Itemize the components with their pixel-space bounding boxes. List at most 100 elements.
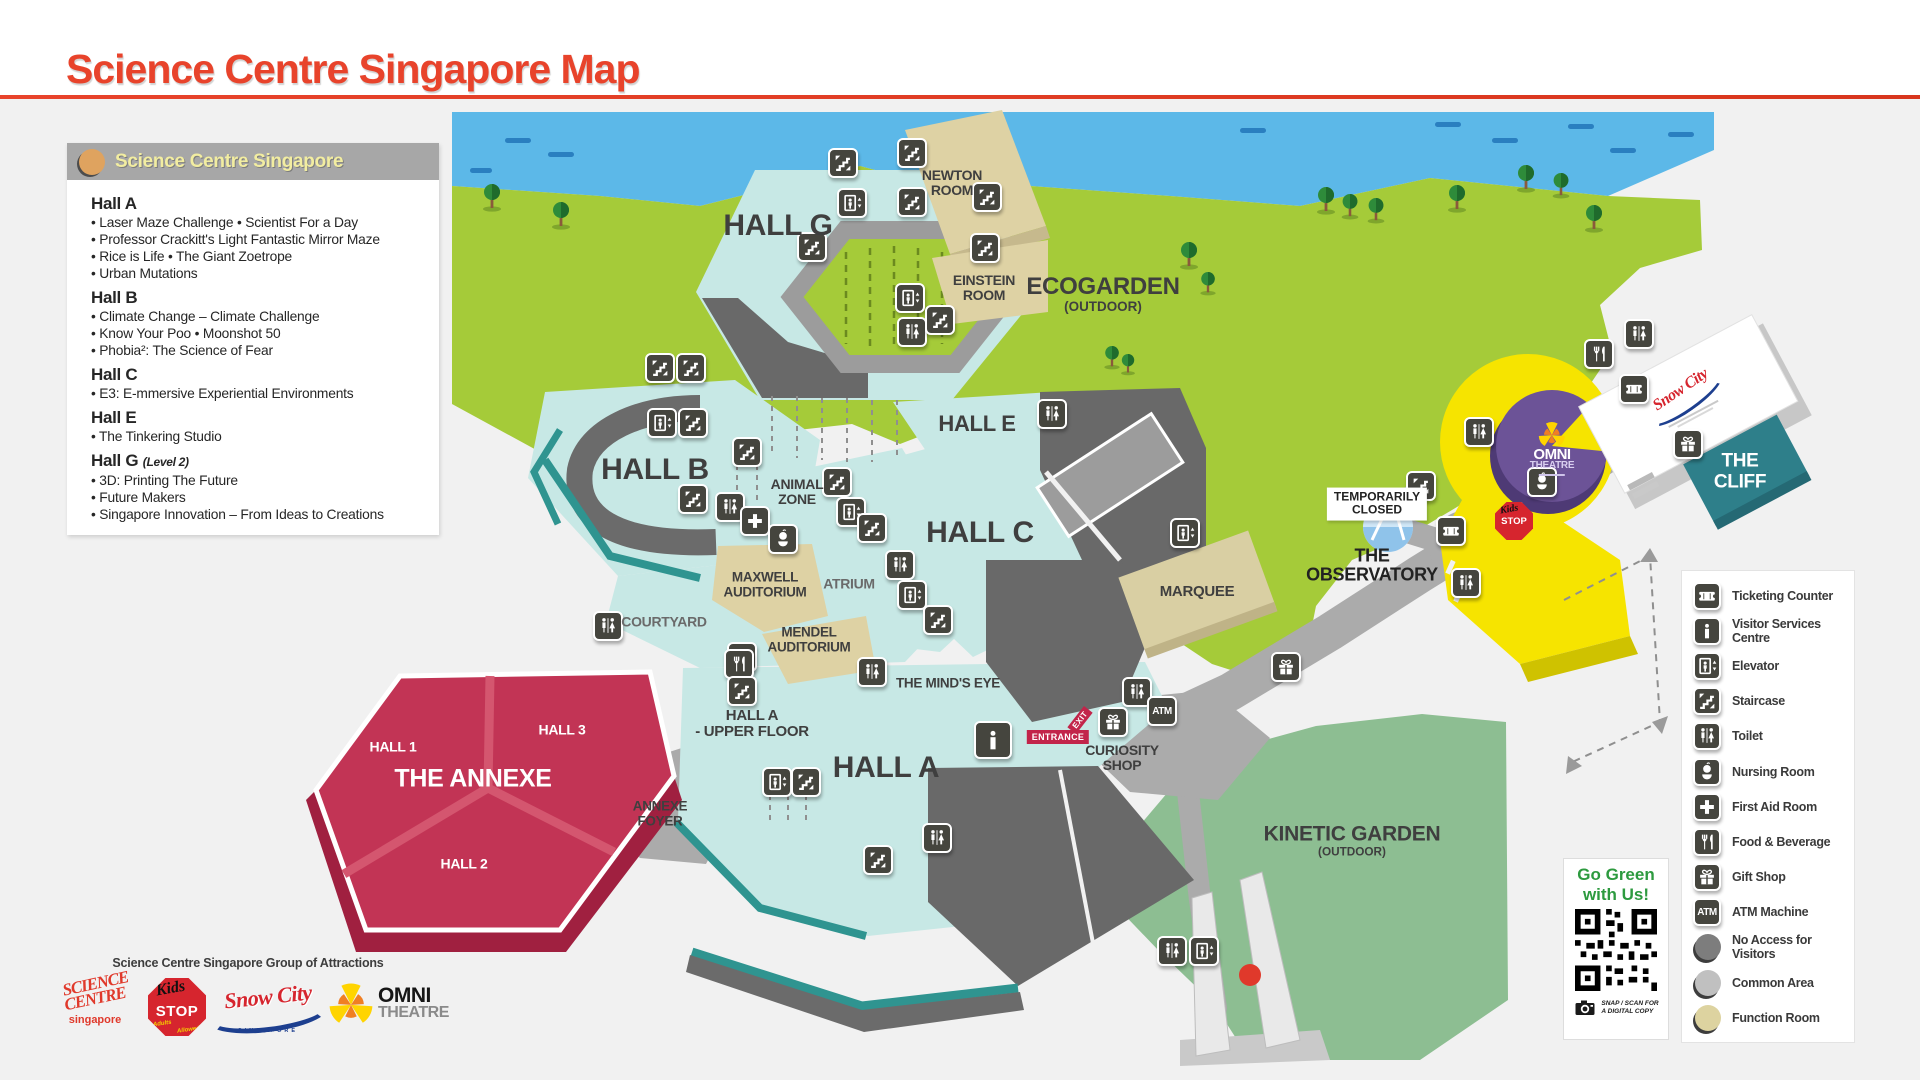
exhibit-item: E3: E-mmersive Experiential Environments	[91, 385, 429, 402]
camera-icon	[1573, 996, 1597, 1020]
toilet-icon	[857, 657, 887, 687]
exhibit-item: Future Makers	[91, 489, 429, 506]
elevator-icon	[1170, 518, 1200, 548]
staircase-icon	[822, 467, 852, 497]
first-aid-icon	[1693, 792, 1721, 821]
legend-item: Toilet	[1682, 719, 1854, 754]
exhibit-item: Professor Crackitt's Light Fantastic Mir…	[91, 231, 429, 248]
legend-item: First Aid Room	[1682, 789, 1854, 824]
the-cliff-building	[1683, 414, 1812, 530]
ticketing-counter-icon	[1436, 516, 1466, 546]
food-icon	[724, 649, 754, 679]
info-panel-title: Science Centre Singapore	[115, 150, 344, 172]
ticketing-counter-icon	[1619, 374, 1649, 404]
staircase-icon	[970, 233, 1000, 263]
marquee-label: MARQUEE	[1159, 582, 1235, 600]
staircase-icon	[732, 437, 762, 467]
toilet-icon	[593, 611, 623, 641]
info-panel-body: Hall A Laser Maze Challenge • Scientist …	[67, 180, 439, 535]
qr-code	[1575, 909, 1657, 992]
staircase-icon	[828, 148, 858, 178]
hall-e-heading: Hall E	[91, 408, 137, 427]
hall-e-label: HALL E	[938, 411, 1016, 437]
toilet-icon	[1624, 319, 1654, 349]
toilet-icon	[922, 823, 952, 853]
elevator-icon	[895, 283, 925, 313]
legend-item: Gift Shop	[1682, 860, 1854, 895]
exhibit-item: Singapore Innovation – From Ideas to Cre…	[91, 506, 429, 523]
hall-c-label: HALL C	[926, 515, 1034, 549]
hall-a-heading: Hall A	[91, 194, 137, 213]
no-access-swatch	[1695, 934, 1721, 961]
toilet-icon	[1037, 399, 1067, 429]
omni-fan-icon	[1538, 420, 1566, 448]
elevator-icon	[647, 408, 677, 438]
omni-fan-icon	[328, 980, 374, 1026]
first-aid-icon	[740, 506, 770, 536]
dashed-links	[736, 396, 1662, 822]
staircase-icon	[678, 408, 708, 438]
kidsstop-map-logo: Kids STOP	[1495, 502, 1533, 540]
hall-1-label: HALL 1	[369, 738, 417, 755]
gift-icon	[1693, 863, 1721, 892]
hall-g-heading: Hall G (Level 2)	[91, 451, 189, 470]
exhibit-item: Rice is Life • The Giant Zoetrope	[91, 248, 429, 265]
teal-edges	[530, 428, 1019, 1011]
staircase-icon	[1693, 687, 1721, 716]
kidsstop-building	[1440, 354, 1638, 682]
common-area-swatch	[1695, 969, 1721, 996]
elevator-icon	[897, 580, 927, 610]
toilet-icon	[1464, 417, 1494, 447]
snow-city-logo: Snow City SINGAPORE	[205, 979, 331, 1040]
the-annexe-label: THE ANNEXE	[394, 764, 552, 793]
toilet-icon	[1157, 936, 1187, 966]
elevator-icon	[1189, 936, 1219, 966]
elevator-icon	[837, 188, 867, 218]
toilet-icon	[1693, 722, 1721, 751]
gateway-sculpture	[1180, 871, 1330, 1066]
gift-shop-icon	[1098, 707, 1128, 737]
staircase-icon	[897, 187, 927, 217]
staircase-icon	[727, 676, 757, 706]
staircase-icon	[863, 845, 893, 875]
legend-item: Visitor Services Centre	[1682, 613, 1854, 648]
gift-shop-icon	[1673, 429, 1703, 459]
hall-a-label: HALL A	[832, 750, 940, 784]
nursing-room-icon	[1527, 467, 1557, 497]
page-title: Science Centre Singapore Map	[66, 46, 641, 92]
info-panel: Science Centre Singapore Hall A Laser Ma…	[67, 143, 439, 535]
science-centre-logo: SCIENCE CENTRE singapore	[60, 967, 130, 1026]
exhibit-item: Urban Mutations	[91, 265, 429, 282]
ticket-icon	[1693, 581, 1721, 610]
ecogarden-label: ECOGARDEN(OUTDOOR)	[1026, 272, 1180, 314]
gift-shop-icon	[1271, 652, 1301, 682]
hall-b-heading: Hall B	[91, 288, 138, 307]
courtyard-label: COURTYARD	[621, 613, 707, 630]
atm-icon: ATM	[1693, 898, 1721, 927]
atm-icon: ATM	[1147, 696, 1177, 726]
toilet-icon	[897, 317, 927, 347]
food-icon	[1584, 339, 1614, 369]
hall-a-upper-floor-label: HALL A- UPPER FLOOR	[695, 706, 809, 740]
staircase-icon	[797, 232, 827, 262]
nursing-room-icon	[768, 524, 798, 554]
map-legend: Ticketing Counter Visitor Services Centr…	[1681, 570, 1855, 1044]
legend-item: Common Area	[1682, 965, 1854, 1000]
elevator-icon	[762, 767, 792, 797]
legend-item: Ticketing Counter	[1682, 578, 1854, 613]
entrance-badge: ENTRANCE	[1026, 730, 1090, 744]
kidsstop-logo: Kids STOP Adults Allowed!	[148, 978, 206, 1036]
staircase-icon	[972, 182, 1002, 212]
toilet-icon	[1451, 568, 1481, 598]
